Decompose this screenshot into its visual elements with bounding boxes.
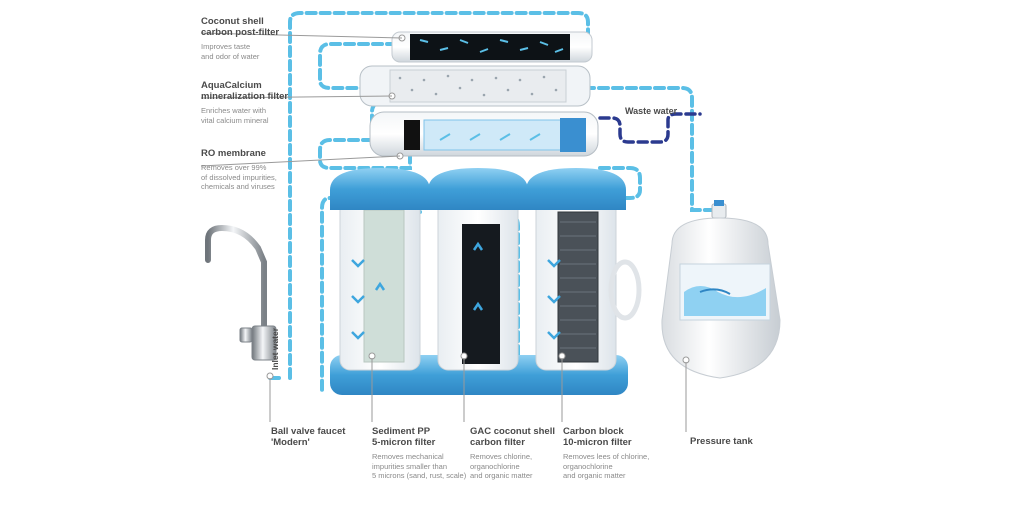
sediment-cartridge [363,209,405,363]
waste-water-label: Waste water [625,106,678,116]
sediment-title: Sediment PP 5-micron filter [372,426,436,448]
pressure-tank-label: Pressure tank [690,436,780,447]
gac-desc: Removes chlorine, organochlorine and org… [470,452,533,480]
carbon-block-label: Carbon block 10-micron filter Removes le… [563,426,663,481]
gac-cartridge [462,224,500,364]
post-filter-label: Coconut shell carbon post-filter Improve… [201,16,316,61]
mineralization-desc: Enriches water with vital calcium minera… [201,106,269,125]
ro-membrane-title: RO membrane [201,148,266,159]
faucet [205,224,277,380]
gac-label: GAC coconut shell carbon filter Removes … [470,426,560,481]
gac-title: GAC coconut shell carbon filter [470,426,555,448]
ro-membrane-cartridge [369,111,599,160]
post-filter-desc: Improves taste and odor of water [201,42,260,61]
faucet-label: Ball valve faucet 'Modern' [271,426,366,448]
sediment-desc: Removes mechanical impurities smaller th… [372,452,467,480]
carbon-block-cartridge [557,211,599,363]
waste-water-line [598,112,702,144]
filter-housings [330,168,642,395]
ro-membrane-label: RO membrane Removes over 99% of dissolve… [201,148,316,192]
sediment-label: Sediment PP 5-micron filter Removes mech… [372,426,467,481]
pressure-tank [661,200,781,379]
mineralization-label: AquaCalcium mineralization filter Enrich… [201,80,316,125]
mineralization-cartridge [359,65,591,107]
post-filter-title: Coconut shell carbon post-filter [201,16,280,38]
ro-membrane-desc: Removes over 99% of dissolved impurities… [201,163,277,191]
carbon-block-title: Carbon block 10-micron filter [563,426,632,448]
faucet-title: Ball valve faucet 'Modern' [271,426,346,448]
pressure-tank-title: Pressure tank [690,436,753,447]
inlet-water-label: Inlet water [270,327,280,370]
leader-lines [200,32,687,432]
carbon-block-desc: Removes lees of chlorine, organochlorine… [563,452,650,480]
mineralization-title: AquaCalcium mineralization filter [201,80,289,102]
post-filter-cartridge [391,31,593,63]
